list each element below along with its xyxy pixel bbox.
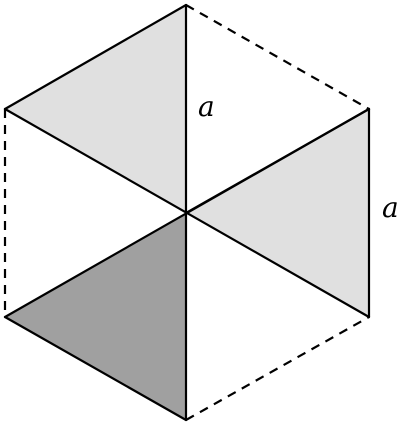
dashed-edge-top-right — [185, 4, 370, 110]
upper-left-triangle — [5, 5, 186, 213]
right-triangle — [186, 109, 369, 317]
label-right-edge: a — [382, 191, 399, 224]
edge-bottom-left — [3, 315, 188, 422]
spoke-lower-left-to-upper-right — [3, 107, 371, 319]
edge-top-left — [3, 3, 188, 111]
lower-left-triangle — [5, 213, 186, 420]
label-center-edge: a — [198, 90, 215, 123]
dashed-edge-bottom-right — [185, 316, 370, 421]
